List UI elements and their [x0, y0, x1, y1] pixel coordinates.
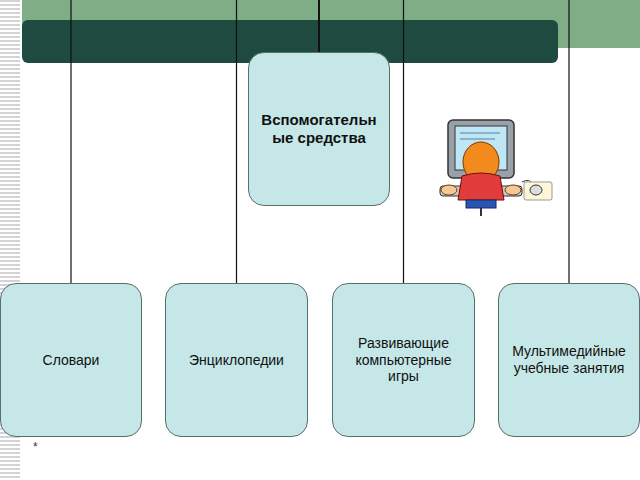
category-box: Словари [0, 283, 142, 437]
category-box: Энциклопедии [165, 283, 308, 437]
box-text: Вспомогательные средства [255, 111, 383, 147]
box-text: Мультимедийные учебные занятия [505, 343, 633, 377]
footnote-mark: * [33, 440, 38, 454]
box-text: Энциклопедии [189, 352, 284, 369]
root-box: Вспомогательные средства [248, 52, 390, 206]
category-box: Развивающие компьютерные игры [332, 283, 475, 437]
category-box: Мультимедийные учебные занятия [498, 283, 640, 437]
computer-user-clipart [440, 120, 552, 216]
box-text: Развивающие компьютерные игры [339, 335, 468, 385]
box-text: Словари [43, 352, 100, 369]
